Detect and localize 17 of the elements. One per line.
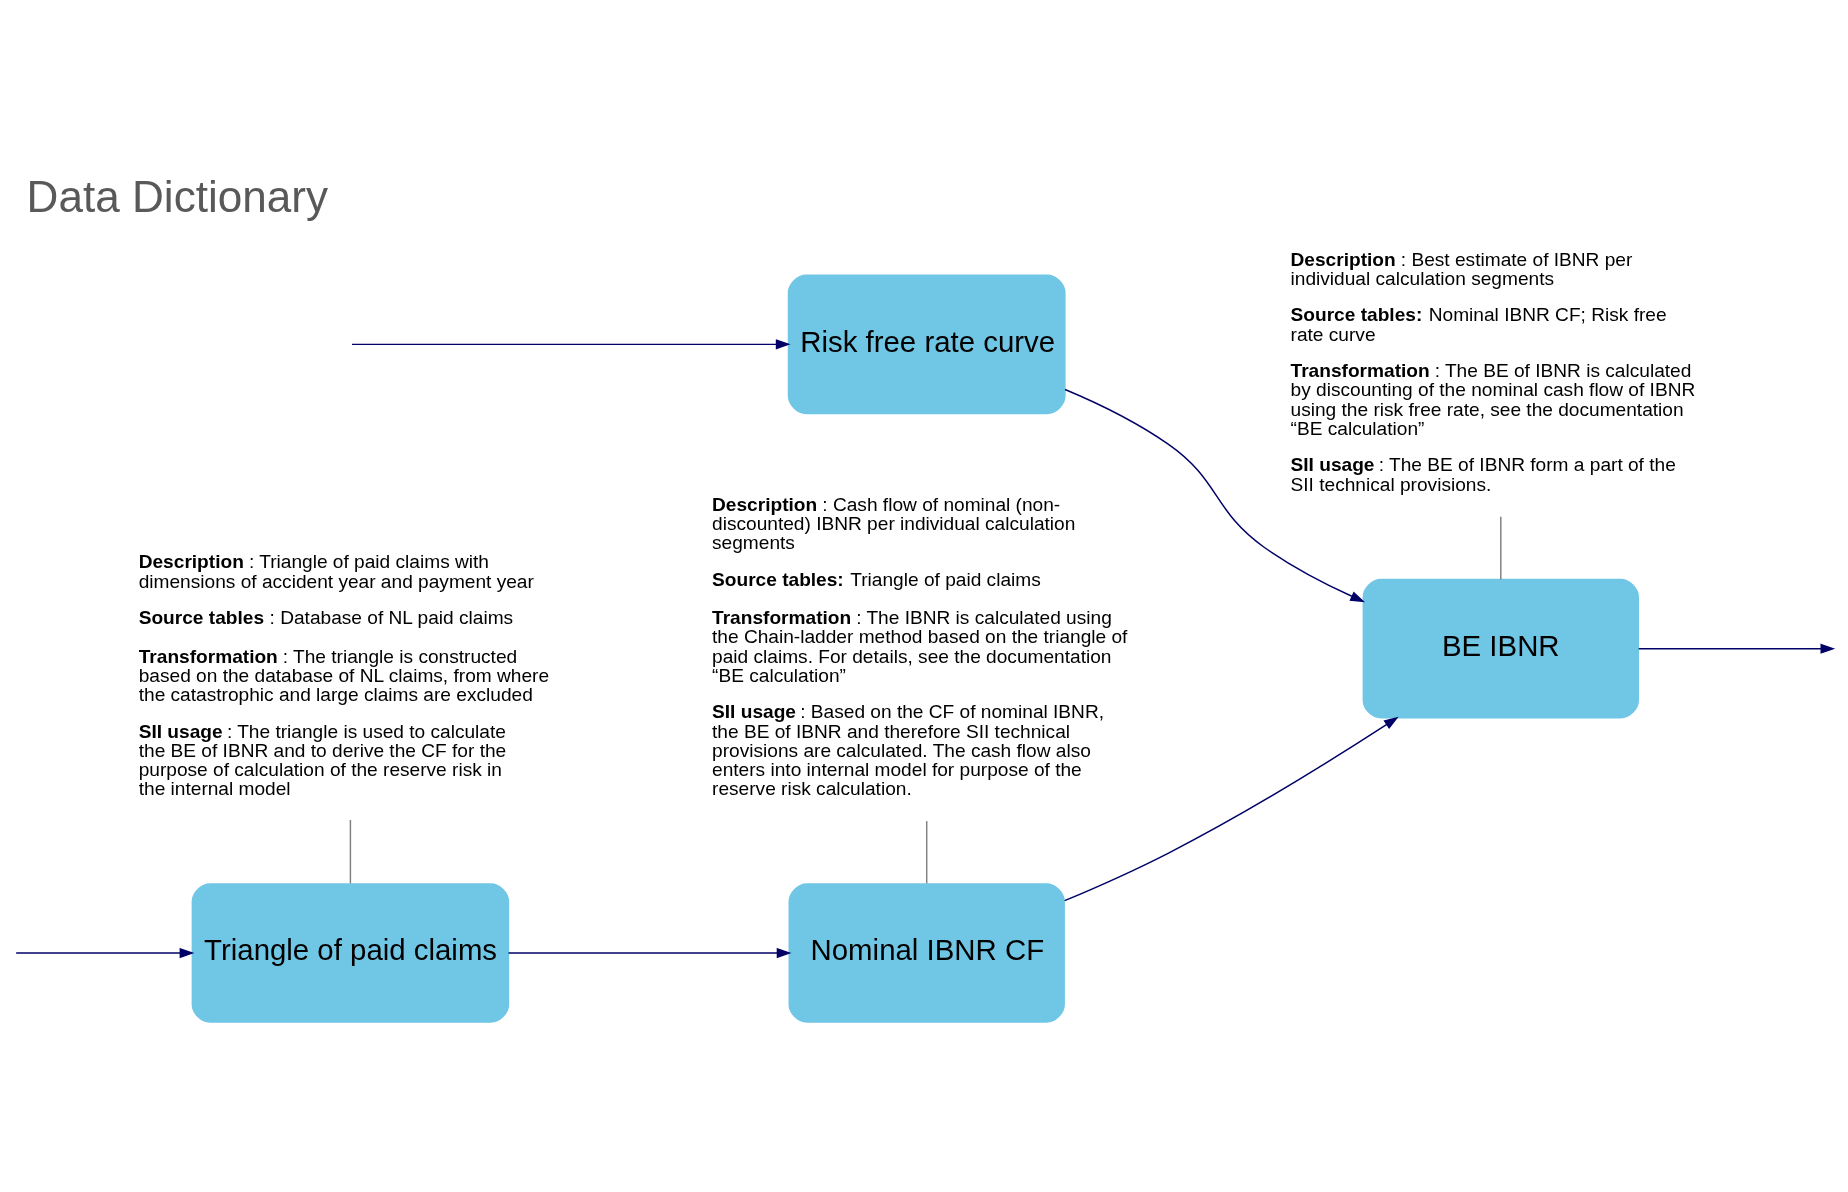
node-box: Nominal IBNR CF — [788, 882, 1065, 1023]
diagram-title: Data Dictionary — [26, 171, 328, 221]
arrow — [14, 947, 194, 958]
node-text: Description: Cash flow of nominal (non-discounted) IBNR per individual calculation segments Source tables: Triangle of paid claims Transformation: The IBNR is calculated using the Chain-ladder method based on the triangle of paid claims. For details, see the documentation “BE calculation” SII usage: Based on the CF of nominal IBNR, the BE of IBNR and therefore SII technical provisions are calculated. The cash flow also enters into internal model for purpose of the reserve risk calculation. — [711, 493, 1127, 799]
node-box: Triangle of paid claims — [191, 882, 509, 1023]
arrow — [1637, 643, 1835, 654]
arrow — [1063, 388, 1365, 602]
connector — [349, 818, 351, 884]
node-text: Description: Triangle of paid claims with dimensions of accident year and payment year Source tables: Database of NL paid claims Transformation: The triangle is constructed based on the database of NL claims, from where the catastrophic and large claims are excluded SII usage: The triangle is used to calculate the BE of IBNR and to derive the CF for the purpose of calculation of the reserve risk in the internal model — [138, 550, 549, 799]
node-box: BE IBNR — [1362, 578, 1639, 719]
node-box: Risk free rate curve — [787, 274, 1066, 414]
arrow — [350, 338, 791, 349]
arrow — [507, 947, 791, 958]
connector — [1499, 515, 1502, 580]
connector — [925, 819, 927, 884]
arrow — [1063, 716, 1399, 901]
node-text: Description: Best estimate of IBNR per individual calculation segments Source tables: Nominal IBNR CF; Risk free rate curve Transformation: The BE of IBNR is calculated by discounting of the nominal cash flow of IBNR using the risk free rate, see the documentation “BE calculation” SII usage: The BE of IBNR form a part of the SII technical provisions. — [1290, 248, 1695, 494]
